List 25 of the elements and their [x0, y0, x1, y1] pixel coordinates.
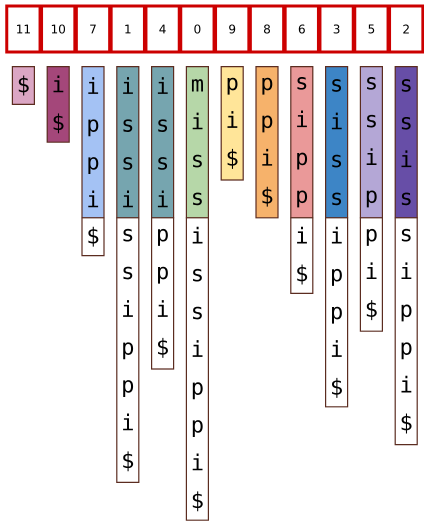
- suffix-box: i s s i p p i $: [186, 217, 209, 521]
- index-cell: 9: [214, 4, 250, 54]
- index-cell: 8: [248, 4, 286, 54]
- index-cell: 5: [353, 4, 390, 54]
- index-cell: 10: [40, 4, 76, 54]
- index-cell: 7: [74, 4, 112, 54]
- highlighted-suffix-box: p p i $: [255, 66, 279, 218]
- suffix-box: p i $: [360, 217, 383, 332]
- suffix-box: s s i p p i $: [116, 217, 140, 483]
- index-cell: 11: [5, 4, 42, 54]
- index-cell: 0: [179, 4, 216, 54]
- index-cell: 3: [318, 4, 355, 54]
- index-cell: 6: [284, 4, 320, 54]
- suffix-box: i p p i $: [325, 217, 348, 408]
- highlighted-suffix-box: $: [12, 66, 35, 105]
- suffix-box: s i p p i $: [394, 217, 418, 446]
- index-cell: 1: [110, 4, 146, 54]
- highlighted-suffix-box: i p p i: [81, 66, 105, 218]
- suffix-box: i $: [290, 217, 314, 294]
- highlighted-suffix-box: i $: [46, 66, 70, 143]
- suffix-box: $: [81, 217, 105, 256]
- highlighted-suffix-box: p i $: [220, 66, 244, 181]
- suffix-box: p p i $: [151, 217, 174, 370]
- index-cell: 2: [388, 4, 424, 54]
- index-cell: 4: [144, 4, 181, 54]
